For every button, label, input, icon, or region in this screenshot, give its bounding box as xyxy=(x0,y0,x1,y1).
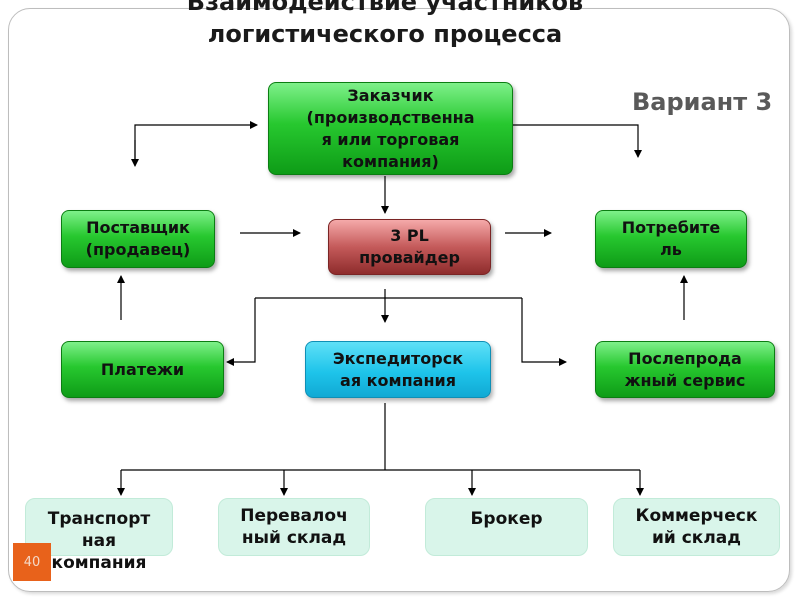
node-transport-line-2: ная xyxy=(81,531,117,551)
node-supplier-line-2: (продавец) xyxy=(85,240,191,259)
arrow-customer-left xyxy=(134,121,258,165)
node-commercial-line-1: Коммерческ xyxy=(635,506,758,526)
node-supplier: Поставщик (продавец) xyxy=(61,210,215,268)
node-consumer-line-2: ль xyxy=(660,240,682,259)
page-number-badge: 40 xyxy=(13,543,51,581)
node-customer: Заказчик (производственна я или торговая… xyxy=(268,82,513,175)
node-consumer-line-1: Потребите xyxy=(621,218,721,237)
node-forwarder-line-1: Экспедиторск xyxy=(332,348,464,368)
node-3pl-provider: 3 PL провайдер xyxy=(328,219,491,275)
node-broker-line-1: Брокер xyxy=(470,509,543,529)
node-transport-company: Транспорт ная компания xyxy=(25,498,173,573)
node-commercial-line-2: ий склад xyxy=(651,528,741,548)
node-provider-line-1: 3 PL xyxy=(390,226,429,245)
node-payments-line-1: Платежи xyxy=(100,359,185,379)
arrow-bus-aftersales xyxy=(521,298,567,366)
node-forwarder: Экспедиторск ая компания xyxy=(305,341,491,398)
node-payments: Платежи xyxy=(61,341,224,398)
variant-label: Вариант 3 xyxy=(632,88,773,116)
node-provider-line-2: провайдер xyxy=(359,248,460,267)
node-consumer: Потребите ль xyxy=(595,210,747,268)
node-aftersales: Послепрода жный сервис xyxy=(595,341,775,398)
slide-title-line-1: Взаимодействие участников xyxy=(186,0,584,16)
node-customer-line-2: (производственна xyxy=(306,107,475,127)
node-aftersales-line-2: жный сервис xyxy=(624,370,746,390)
node-broker: Брокер xyxy=(425,498,588,556)
node-supplier-line-1: Поставщик xyxy=(86,218,190,237)
slide-frame xyxy=(8,8,790,592)
node-transport-line-1: Транспорт xyxy=(47,509,151,529)
node-forwarder-line-2: ая компания xyxy=(340,370,456,390)
node-aftersales-line-1: Послепрода xyxy=(628,348,742,368)
node-customer-line-1: Заказчик xyxy=(347,85,434,105)
arrow-customer-right xyxy=(512,124,642,158)
arrow-bus-payments xyxy=(226,298,256,366)
node-transshipment-line-2: ный склад xyxy=(241,528,347,548)
node-transport-line-3: компания xyxy=(51,553,147,573)
node-transshipment-warehouse: Перевалоч ный склад xyxy=(218,498,370,556)
node-customer-line-3: я или торговая xyxy=(321,129,460,149)
node-commercial-warehouse: Коммерческ ий склад xyxy=(613,498,780,556)
node-transshipment-line-1: Перевалоч xyxy=(240,506,348,526)
slide-title-line-2: логистического процесса xyxy=(207,20,563,48)
node-customer-line-4: компания) xyxy=(342,151,439,171)
